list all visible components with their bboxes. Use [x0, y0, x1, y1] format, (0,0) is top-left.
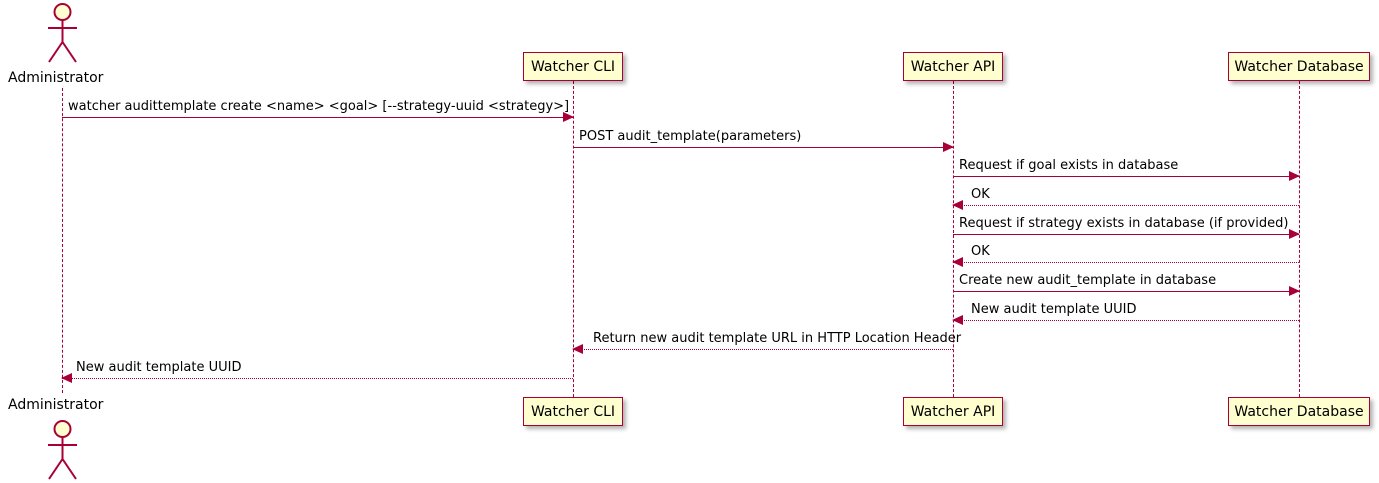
arrowhead-right-icon [943, 142, 954, 152]
arrowhead-right-icon [1289, 286, 1300, 296]
lifeline-administrator [62, 88, 63, 393]
message-9-label: Return new audit template URL in HTTP Lo… [593, 331, 962, 346]
message-2-line [573, 147, 953, 148]
message-5-line [953, 234, 1299, 235]
arrowhead-right-icon [563, 112, 574, 122]
arrowhead-left-icon [61, 373, 72, 383]
arrowhead-left-icon [952, 257, 963, 267]
message-1-label: watcher audittemplate create <name> <goa… [68, 99, 570, 114]
message-7-label: Create new audit_template in database [959, 273, 1217, 288]
actor-label-administrator-bottom: Administrator [8, 397, 104, 413]
participant-watcher-database-bottom[interactable]: Watcher Database [1228, 397, 1370, 426]
message-6-label: OK [971, 244, 990, 259]
lifeline-watcher-database [1299, 81, 1300, 397]
message-3-line [953, 176, 1299, 177]
arrowhead-right-icon [1289, 229, 1300, 239]
participant-watcher-api-top[interactable]: Watcher API [903, 52, 1003, 81]
participant-watcher-database-top[interactable]: Watcher Database [1228, 52, 1370, 81]
message-10-line [62, 378, 573, 379]
participant-watcher-api-bottom[interactable]: Watcher API [903, 397, 1003, 426]
actor-administrator-bottom [48, 420, 77, 480]
message-6-line [953, 262, 1299, 263]
message-2-label: POST audit_template(parameters) [579, 129, 802, 144]
lifeline-watcher-cli [573, 81, 574, 397]
message-8-label: New audit template UUID [971, 302, 1137, 317]
message-7-line [953, 291, 1299, 292]
message-4-line [953, 205, 1299, 206]
message-5-label: Request if strategy exists in database (… [959, 216, 1289, 231]
arrowhead-right-icon [1289, 171, 1300, 181]
arrowhead-left-icon [572, 344, 583, 354]
lifeline-watcher-api [953, 81, 954, 397]
message-8-line [953, 320, 1299, 321]
message-9-line [573, 349, 953, 350]
arrowhead-left-icon [952, 315, 963, 325]
message-3-label: Request if goal exists in database [959, 158, 1179, 173]
message-10-label: New audit template UUID [76, 360, 242, 375]
message-1-line [62, 117, 573, 118]
actor-administrator-top [48, 3, 77, 63]
participant-watcher-cli-top[interactable]: Watcher CLI [523, 52, 623, 81]
actor-label-administrator-top: Administrator [8, 70, 104, 86]
message-4-label: OK [971, 187, 990, 202]
participant-watcher-cli-bottom[interactable]: Watcher CLI [523, 397, 623, 426]
arrowhead-left-icon [952, 200, 963, 210]
